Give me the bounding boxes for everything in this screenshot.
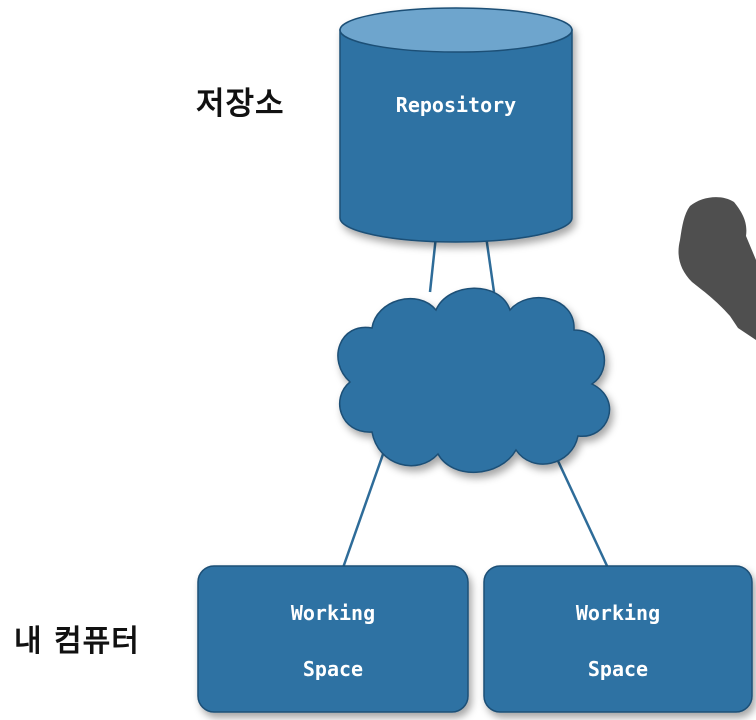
connector-cloud-workspace-left [336, 439, 390, 583]
repository-label: Repository [396, 93, 516, 117]
repository-side-label: 저장소 [196, 86, 285, 122]
connector-repo-cloud-left [428, 235, 438, 293]
cylinder-top [339, 7, 573, 53]
connector-repo-cloud-right [484, 235, 496, 293]
workspace-1-line1: Working [291, 601, 375, 625]
connector-lines [336, 235, 610, 583]
workspace-box-1 [197, 565, 469, 713]
workspace-node-1 [197, 565, 469, 713]
partial-gray-shape [678, 197, 756, 340]
connector-cloud-workspace-right [550, 447, 610, 569]
my-computer-label: 내 컴퓨터 [14, 624, 140, 659]
workspace-2-line1: Working [576, 601, 660, 625]
repository-node [339, 7, 573, 243]
database-cylinder-icon [339, 29, 573, 243]
workspace-2-line2: Space [588, 657, 648, 681]
cloud-icon [337, 287, 611, 474]
workspace-box-2 [483, 565, 753, 713]
workspace-node-2 [483, 565, 753, 713]
workspace-1-line2: Space [303, 657, 363, 681]
